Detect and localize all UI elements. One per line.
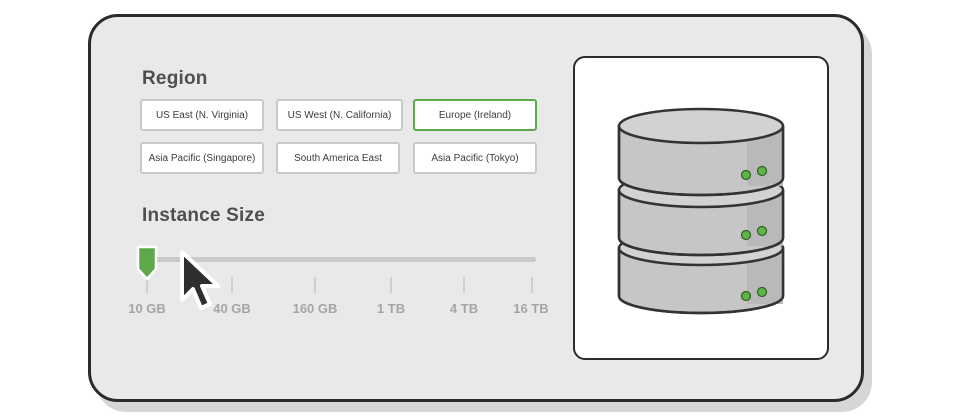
- slider-tick: [314, 277, 316, 293]
- slider-tick: [531, 277, 533, 293]
- tick-label-10gb: 10 GB: [128, 301, 166, 316]
- region-option-asia-singapore[interactable]: Asia Pacific (Singapore): [140, 142, 264, 174]
- instance-size-heading: Instance Size: [142, 205, 265, 226]
- slider-tick: [390, 277, 392, 293]
- region-option-europe-ireland[interactable]: Europe (Ireland): [413, 99, 537, 131]
- region-option-us-west[interactable]: US West (N. California): [276, 99, 403, 131]
- mouse-pointer-icon: [180, 250, 220, 310]
- slider-tick: [231, 277, 233, 293]
- region-option-us-east[interactable]: US East (N. Virginia): [140, 99, 264, 131]
- instance-size-slider-track[interactable]: [148, 257, 536, 262]
- tick-label-4tb: 4 TB: [449, 301, 479, 316]
- slider-tick: [146, 277, 148, 293]
- tick-label-160gb: 160 GB: [292, 301, 338, 316]
- slider-tick: [463, 277, 465, 293]
- region-heading: Region: [142, 68, 208, 89]
- tick-label-40gb: 40 GB: [213, 301, 251, 316]
- tick-label-16tb: 16 TB: [513, 301, 549, 316]
- region-option-asia-tokyo[interactable]: Asia Pacific (Tokyo): [413, 142, 537, 174]
- server-illustration-card: [573, 56, 829, 360]
- region-option-south-america-east[interactable]: South America East: [276, 142, 400, 174]
- tick-label-1tb: 1 TB: [376, 301, 406, 316]
- database-server-icon: [617, 107, 785, 315]
- slider-handle-icon[interactable]: [136, 245, 158, 281]
